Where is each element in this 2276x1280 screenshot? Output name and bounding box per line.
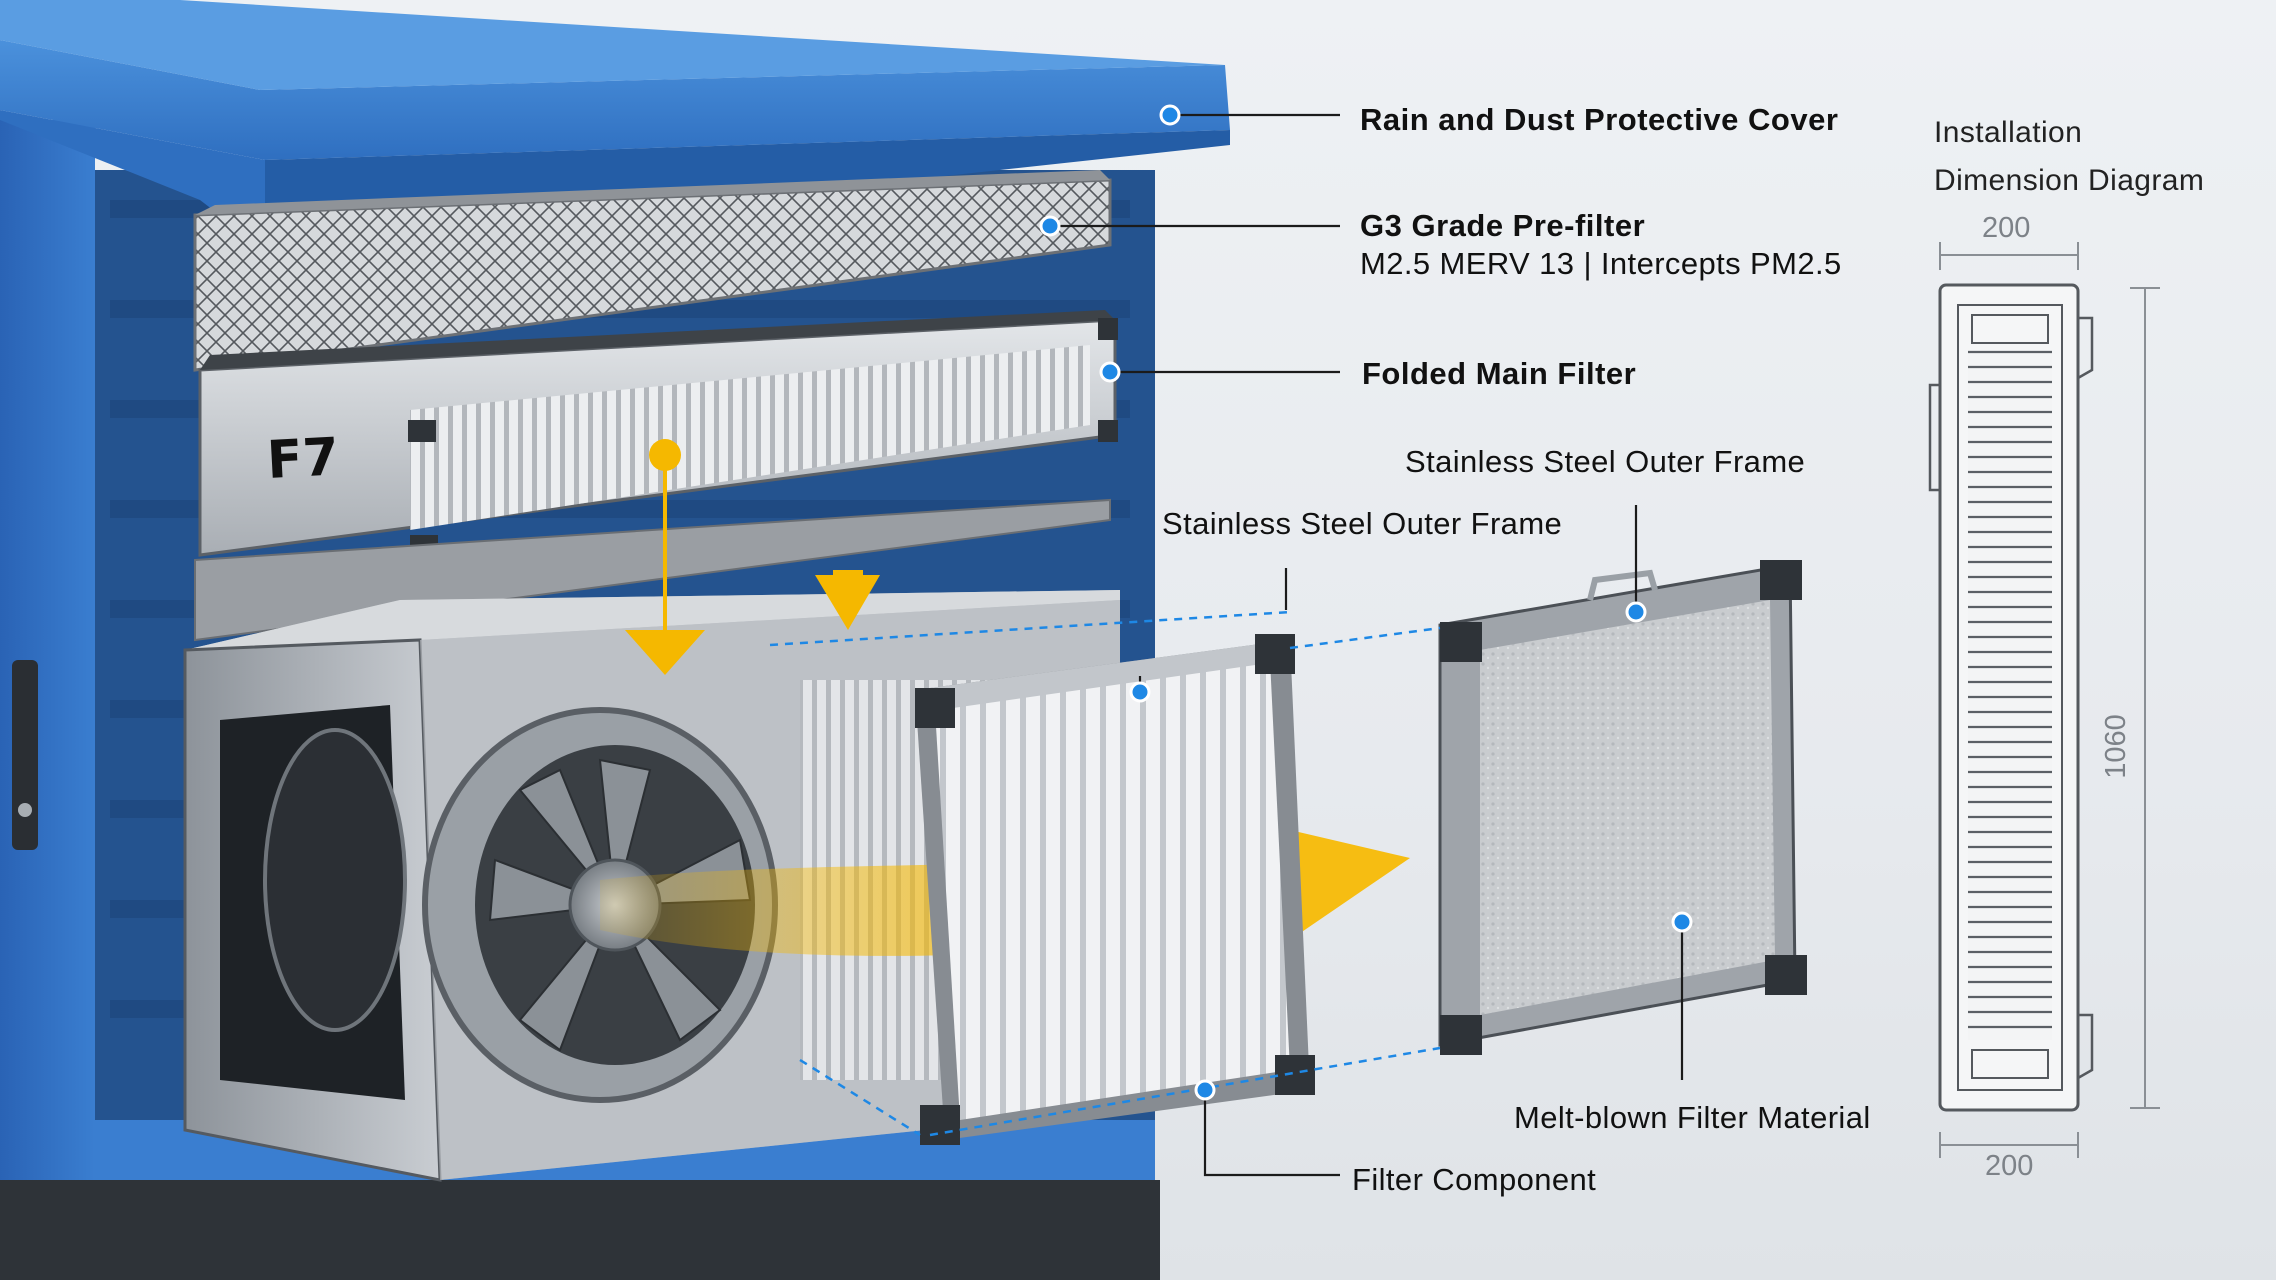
component-dot bbox=[1194, 1079, 1216, 1101]
door-handle bbox=[12, 660, 38, 850]
dimension-bottom-width: 200 bbox=[1985, 1150, 2034, 1182]
dimension-height: 1060 bbox=[2099, 714, 2132, 779]
prefilter-layer bbox=[193, 170, 1112, 372]
dimension-drawing bbox=[1928, 242, 2160, 1158]
dim-latch-top bbox=[2077, 316, 2094, 380]
dim-frame-inner bbox=[1957, 304, 2063, 1091]
filter-component-panel bbox=[915, 634, 1315, 1145]
label-frame-left: Stainless Steel Outer Frame bbox=[1162, 506, 1563, 541]
label-frame-right: Stainless Steel Outer Frame bbox=[1405, 444, 1806, 479]
dimension-title-line1: Installation bbox=[1934, 116, 2083, 149]
meltblown-dot bbox=[1671, 911, 1693, 933]
corner-cap bbox=[408, 420, 436, 442]
frame-left-dot bbox=[1129, 681, 1151, 703]
meltblown-panel bbox=[1438, 560, 1807, 1055]
leader-lines bbox=[1050, 113, 1684, 1177]
airflow-down-arrow-1 bbox=[625, 630, 705, 675]
cabinet-base bbox=[0, 1180, 1160, 1280]
label-component: Filter Component bbox=[1352, 1162, 1597, 1197]
dim-latch-bottom bbox=[2077, 1013, 2094, 1080]
label-main-filter: Folded Main Filter bbox=[1362, 356, 1637, 391]
dim-slat-area bbox=[1968, 350, 2052, 1040]
dim-side-tab bbox=[1928, 383, 1940, 492]
fan-guard bbox=[263, 728, 407, 1032]
guide-lines bbox=[769, 610, 1441, 1137]
corner-cap bbox=[1098, 318, 1118, 340]
cover-dot bbox=[1159, 104, 1181, 126]
corner-cap bbox=[1098, 420, 1118, 442]
main-filter-block: F7 bbox=[198, 310, 1118, 557]
leader-dots bbox=[1039, 104, 1693, 1101]
f7-marking: F7 bbox=[266, 427, 341, 491]
airflow-arrow-head bbox=[1290, 830, 1410, 940]
frame-right-dot bbox=[1625, 601, 1647, 623]
label-meltblown: Melt-blown Filter Material bbox=[1514, 1100, 1871, 1135]
door-lock bbox=[18, 803, 32, 817]
airflow-origin-dot bbox=[649, 439, 681, 471]
airflow-down-arrow-2 bbox=[815, 575, 880, 630]
dimension-title-line2: Dimension Diagram bbox=[1934, 164, 2205, 197]
label-prefilter-title: G3 Grade Pre-filter bbox=[1360, 208, 1646, 243]
dimension-top-width: 200 bbox=[1982, 212, 2031, 244]
label-cover: Rain and Dust Protective Cover bbox=[1360, 102, 1839, 137]
carry-handle bbox=[1587, 569, 1658, 601]
label-prefilter-sub: M2.5 MERV 13 | Intercepts PM2.5 bbox=[1360, 246, 1842, 281]
prefilter-dot bbox=[1039, 215, 1061, 237]
main-filter-dot bbox=[1099, 361, 1121, 383]
